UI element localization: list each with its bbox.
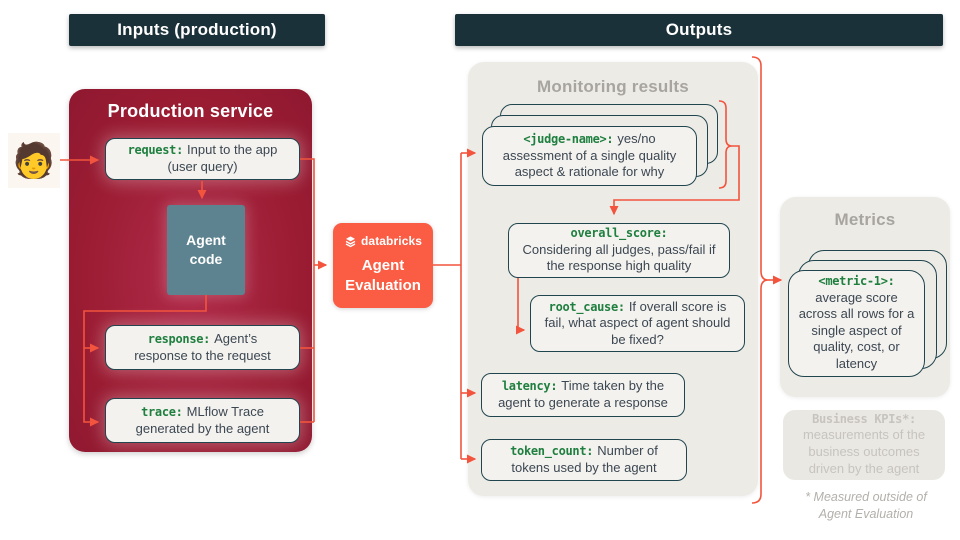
business-kpis-box: Business KPIs*:measurements of the busin… bbox=[783, 410, 945, 480]
outputs-header-label: Outputs bbox=[665, 20, 733, 39]
databricks-brand-label: databricks bbox=[360, 234, 423, 248]
latency-code: latency: bbox=[501, 379, 558, 394]
root-cause-card: root_cause:If overall score is fail, wha… bbox=[530, 295, 745, 352]
response-card-text: response:Agent’s response to the request bbox=[122, 331, 284, 364]
agent-evaluation-box: databricks Agent Evaluation bbox=[333, 223, 433, 308]
outputs-header: Outputs bbox=[455, 14, 943, 46]
databricks-logo-icon bbox=[345, 235, 356, 247]
inputs-header: Inputs (production) bbox=[69, 14, 325, 46]
overall-score-card: overall_score:Considering all judges, pa… bbox=[508, 223, 730, 278]
footnote: * Measured outside of Agent Evaluation bbox=[805, 490, 927, 521]
response-code: response: bbox=[147, 331, 211, 346]
inputs-header-label: Inputs (production) bbox=[117, 20, 277, 39]
metric-desc: average score across all rows for a sing… bbox=[798, 289, 915, 372]
agent-evaluation-label: Agent Evaluation bbox=[345, 257, 421, 295]
overall-score-code: overall_score: bbox=[570, 226, 668, 241]
latency-desc: Time taken by the agent to generate a re… bbox=[498, 378, 668, 410]
metrics-title: Metrics bbox=[834, 210, 896, 229]
token-count-card-text: token_count:Number of tokens used by the… bbox=[490, 443, 678, 476]
root-cause-code: root_cause: bbox=[548, 299, 625, 314]
monitoring-results-title: Monitoring results bbox=[537, 77, 689, 96]
token-count-desc: Number of tokens used by the agent bbox=[511, 443, 658, 475]
trace-card-text: trace:MLflow Trace generated by the agen… bbox=[117, 404, 289, 437]
latency-card-text: latency:Time taken by the agent to gener… bbox=[490, 378, 676, 411]
trace-card: trace:MLflow Trace generated by the agen… bbox=[105, 398, 300, 443]
production-service-title: Production service bbox=[107, 101, 274, 121]
token-count-card: token_count:Number of tokens used by the… bbox=[481, 439, 687, 481]
latency-card: latency:Time taken by the agent to gener… bbox=[481, 373, 685, 417]
overall-score-desc: Considering all judges, pass/fail if the… bbox=[522, 241, 716, 274]
metric-card-text: <metric-1>:average score across all rows… bbox=[797, 274, 916, 372]
business-kpis-text: Business KPIs*:measurements of the busin… bbox=[789, 412, 939, 478]
business-kpis-desc: measurements of the business outcomes dr… bbox=[802, 427, 926, 477]
agent-code-box: Agent code bbox=[167, 205, 245, 295]
judge-card: <judge-name>:yes/no assessment of a sing… bbox=[482, 126, 697, 186]
request-card: request:Input to the app (user query) bbox=[105, 138, 300, 180]
metric-code: <metric-1>: bbox=[818, 274, 895, 289]
person-tile: 🧑 bbox=[8, 133, 60, 188]
root-cause-desc: If overall score is fail, what aspect of… bbox=[544, 298, 731, 347]
agent-code-label: Agent code bbox=[186, 232, 226, 267]
trace-code: trace: bbox=[141, 404, 183, 419]
request-desc: Input to the app (user query) bbox=[167, 142, 278, 174]
overall-score-card-text: overall_score:Considering all judges, pa… bbox=[517, 226, 721, 275]
judge-card-text: <judge-name>:yes/no assessment of a sing… bbox=[491, 131, 688, 181]
request-card-text: request:Input to the app (user query) bbox=[115, 142, 291, 175]
response-card: response:Agent’s response to the request bbox=[105, 325, 300, 370]
judge-code: <judge-name>: bbox=[523, 132, 614, 147]
databricks-brand-row: databricks bbox=[344, 234, 422, 248]
request-code: request: bbox=[127, 143, 184, 158]
token-count-code: token_count: bbox=[510, 444, 594, 459]
person-emoji: 🧑 bbox=[12, 141, 56, 180]
business-kpis-code: Business KPIs*: bbox=[812, 411, 916, 426]
metric-card: <metric-1>:average score across all rows… bbox=[788, 270, 925, 377]
root-cause-card-text: root_cause:If overall score is fail, wha… bbox=[539, 299, 736, 349]
